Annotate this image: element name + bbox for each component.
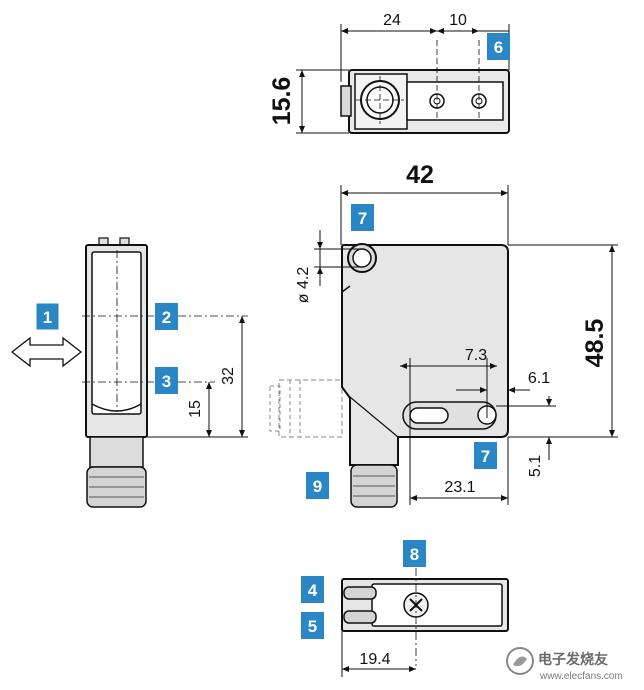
badge-9: 9	[306, 472, 329, 499]
side-view: 32 15	[10, 237, 248, 508]
top-view: 24 10 15.6	[268, 12, 510, 134]
dim-slot-from-left: 23.1	[444, 479, 475, 496]
svg-text:5: 5	[308, 617, 317, 636]
badge-8: 8	[403, 540, 426, 567]
watermark: 电子发烧友 www.elecfans.com	[506, 647, 623, 682]
badge-2: 2	[155, 303, 178, 330]
svg-text:4: 4	[308, 581, 318, 600]
dim-bottom-width: 19.4	[359, 651, 390, 668]
badge-6: 6	[487, 33, 510, 60]
svg-text:2: 2	[162, 308, 171, 327]
dim-top-width-left: 24	[383, 12, 401, 29]
dim-hole-from-bottom: 5.1	[527, 455, 544, 477]
bottom-view: 19.4	[341, 568, 509, 677]
watermark-text: 电子发烧友	[538, 651, 608, 667]
bidirectional-arrow-icon	[10, 336, 83, 368]
dim-hole-diameter: ø 4.2	[295, 267, 312, 304]
badge-7-bottom: 7	[474, 442, 497, 469]
dim-slot-offset-right: 6.1	[528, 370, 550, 387]
svg-text:3: 3	[162, 372, 171, 391]
dim-side-lower: 15	[187, 400, 204, 418]
svg-text:9: 9	[313, 477, 322, 496]
svg-text:7: 7	[481, 447, 490, 466]
badge-3: 3	[155, 367, 178, 394]
dim-slot-length: 7.3	[465, 347, 487, 364]
watermark-url: www.elecfans.com	[539, 671, 623, 682]
badge-7-top: 7	[351, 204, 374, 231]
dim-top-width-right: 10	[449, 12, 467, 29]
dim-top-height: 15.6	[268, 77, 296, 126]
svg-text:8: 8	[410, 545, 419, 564]
watermark-logo-icon	[513, 656, 527, 667]
dim-height-total: 48.5	[581, 319, 609, 368]
svg-text:1: 1	[43, 308, 52, 327]
badge-4: 4	[301, 576, 324, 603]
front-view: 42 48.5 ø 4.2 7.3 6.1 5.1 23.1	[269, 161, 618, 508]
svg-text:7: 7	[358, 209, 367, 228]
dim-side-height: 32	[220, 367, 237, 385]
badge-5: 5	[301, 612, 324, 639]
dim-front-width: 42	[406, 161, 434, 189]
badge-1: 1	[35, 302, 60, 331]
svg-text:6: 6	[494, 38, 503, 57]
callout-badges: 1 2 3 6 7 7 9 8	[35, 33, 510, 639]
